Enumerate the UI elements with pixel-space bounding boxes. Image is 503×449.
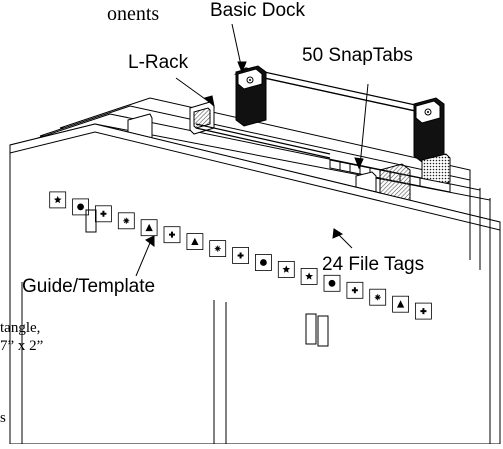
snaptabs-label: 50 SnapTabs xyxy=(302,45,413,66)
right-panels xyxy=(469,178,491,280)
tag-symbol-star xyxy=(282,265,291,273)
tag-symbol-strip xyxy=(49,191,432,320)
tag-symbol-star xyxy=(305,272,314,280)
tag-symbol-asterisk xyxy=(214,245,221,252)
tag-symbol-triangle xyxy=(191,237,199,246)
tag-symbol-plus xyxy=(351,287,358,294)
tag-symbol-triangle xyxy=(145,223,153,232)
components-heading-fragment: onents xyxy=(107,3,160,25)
tag-symbol-circle xyxy=(260,259,267,266)
tag-symbol-triangle xyxy=(396,300,405,308)
tag-symbol-plus xyxy=(237,252,244,259)
tag-symbol-circle xyxy=(77,203,84,211)
rectangle-text-fragment: tangle, xyxy=(0,320,41,336)
tag-symbol-plus xyxy=(100,210,107,217)
tag-symbol-plus xyxy=(169,231,175,238)
dimension-text-fragment: 7” x 2” xyxy=(0,338,44,354)
tag-symbol-plus xyxy=(420,308,427,315)
bottom-text-fragment: s xyxy=(0,410,6,426)
tag-symbol-circle xyxy=(328,279,336,287)
tag-symbol-asterisk xyxy=(374,294,381,301)
leader-lines xyxy=(135,23,369,277)
tag-symbol-asterisk xyxy=(123,217,130,224)
basic-dock-left-block xyxy=(235,65,267,127)
l-rack-label: L-Rack xyxy=(128,52,189,73)
basic-dock-label: Basic Dock xyxy=(210,0,306,21)
tag-symbol-star xyxy=(53,195,62,204)
file-tags-label: 24 File Tags xyxy=(322,254,425,275)
guide-template-label: Guide/Template xyxy=(22,276,156,297)
